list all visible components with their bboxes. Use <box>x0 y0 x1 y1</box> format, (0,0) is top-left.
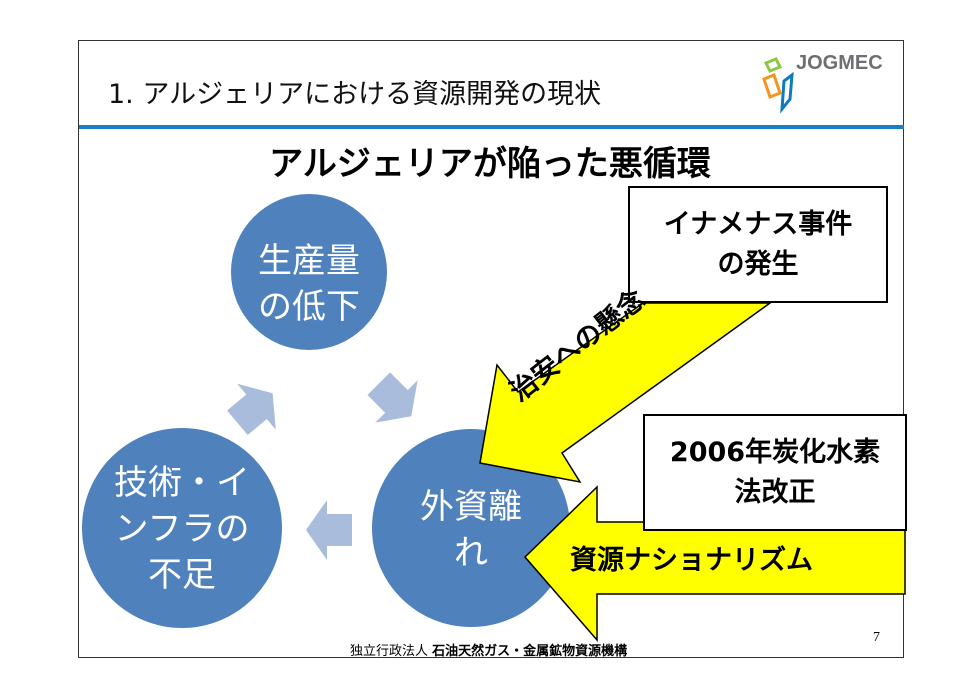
event-box: イナメナス事件の発生 <box>628 186 888 303</box>
circle-tech-infra <box>82 428 282 628</box>
security-arrow <box>479 302 773 484</box>
circle-tech-infra-label: 技術・インフラの不足 <box>114 463 250 595</box>
cycle-arrow-icon <box>306 500 352 560</box>
law-box: 2006年炭化水素法改正 <box>643 414 907 531</box>
circle-production <box>231 194 387 350</box>
circle-production-label: 生産量の低下 <box>258 241 360 327</box>
circle-foreign-capital-label: 外資離れ <box>420 487 522 573</box>
page-number: 7 <box>873 630 880 645</box>
nationalism-arrow-label: 資源ナショナリズム <box>570 545 813 576</box>
slide-title: 1. アルジェリアにおける資源開発の現状 <box>108 79 602 110</box>
title-rule <box>79 125 904 129</box>
slide-frame <box>78 40 904 658</box>
jogmec-logo-icon <box>762 57 794 114</box>
slide-heading: アルジェリアが陥った悪循環 <box>269 144 711 184</box>
cycle-arrow-icon <box>367 372 418 423</box>
footer-org: 独立行政法人 石油天然ガス・金属鉱物資源機構 <box>350 644 628 659</box>
circle-foreign-capital <box>372 429 570 627</box>
cycle-arrow-icon <box>227 383 276 436</box>
jogmec-logo-text: JOGMEC <box>796 52 883 74</box>
